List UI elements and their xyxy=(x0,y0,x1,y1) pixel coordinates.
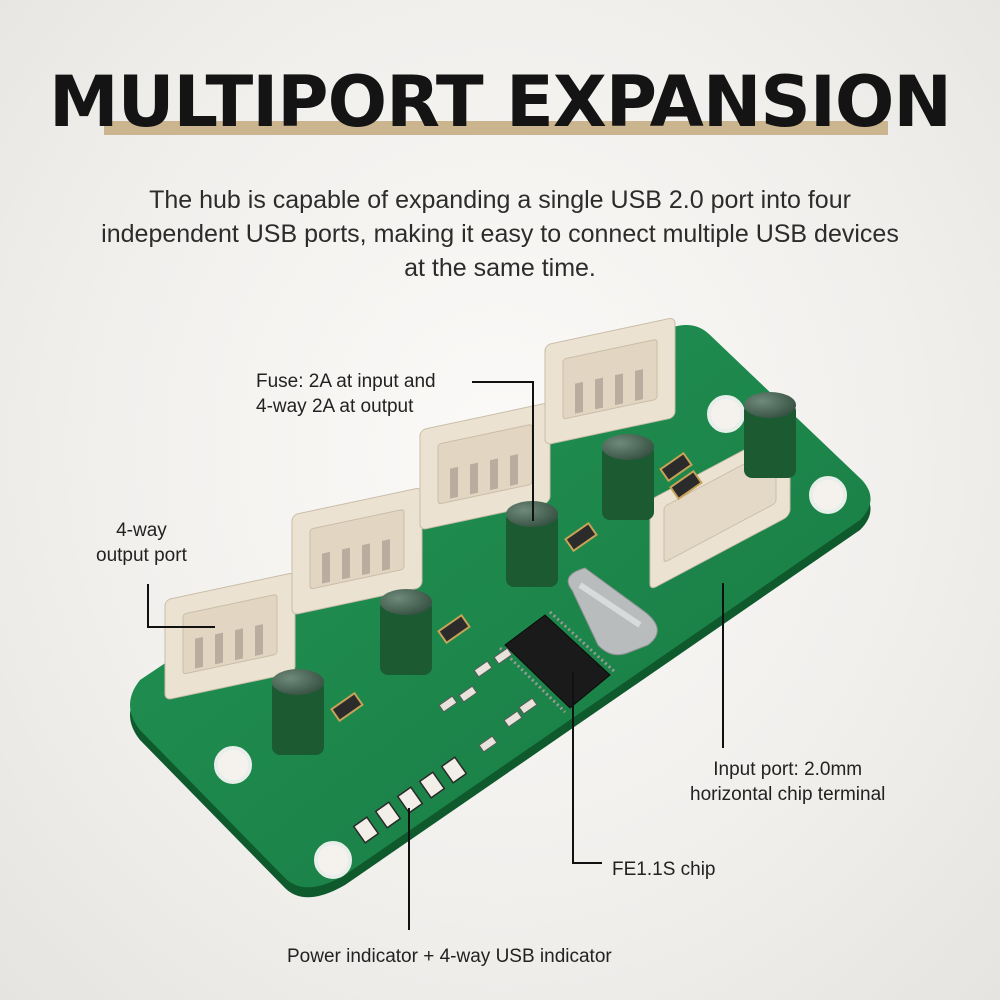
led-indicators xyxy=(352,756,468,844)
mounting-holes xyxy=(214,395,847,879)
output-connector-3 xyxy=(419,402,551,530)
capacitors xyxy=(272,392,796,755)
fuse-callout-line-h xyxy=(472,381,534,383)
output-port-callout-line-v xyxy=(147,584,149,628)
page-title: MULTIPORT EXPANSION xyxy=(49,61,952,143)
output-connector-2 xyxy=(291,487,423,615)
fe11s-chip xyxy=(498,610,617,714)
output-connector-4 xyxy=(544,317,676,445)
output-connectors xyxy=(164,317,676,700)
chip-callout-line-v xyxy=(572,672,574,864)
resistors xyxy=(438,647,538,753)
chip-callout-label: FE1.1S chip xyxy=(612,859,716,880)
chip-callout-line-h xyxy=(572,862,602,864)
title-underline-bar xyxy=(104,121,888,135)
indicator-callout-label: Power indicator + 4-way USB indicator xyxy=(287,946,612,967)
output-port-callout-line-h xyxy=(147,626,215,628)
fuse-callout-label: Fuse: 2A at input and 4-way 2A at output xyxy=(256,371,436,417)
fuse-callout-line-v xyxy=(532,381,534,521)
page-description: The hub is capable of expanding a single… xyxy=(101,186,899,282)
smd-components xyxy=(330,451,703,723)
output-connector-1 xyxy=(164,572,296,700)
crystal-oscillator xyxy=(567,567,658,656)
input-port-callout-label: Input port: 2.0mm horizontal chip termin… xyxy=(690,759,886,805)
input-port-callout-line-v xyxy=(722,583,724,748)
output-port-callout-label: 4-way output port xyxy=(96,520,187,566)
indicator-callout-line-v xyxy=(408,808,410,930)
